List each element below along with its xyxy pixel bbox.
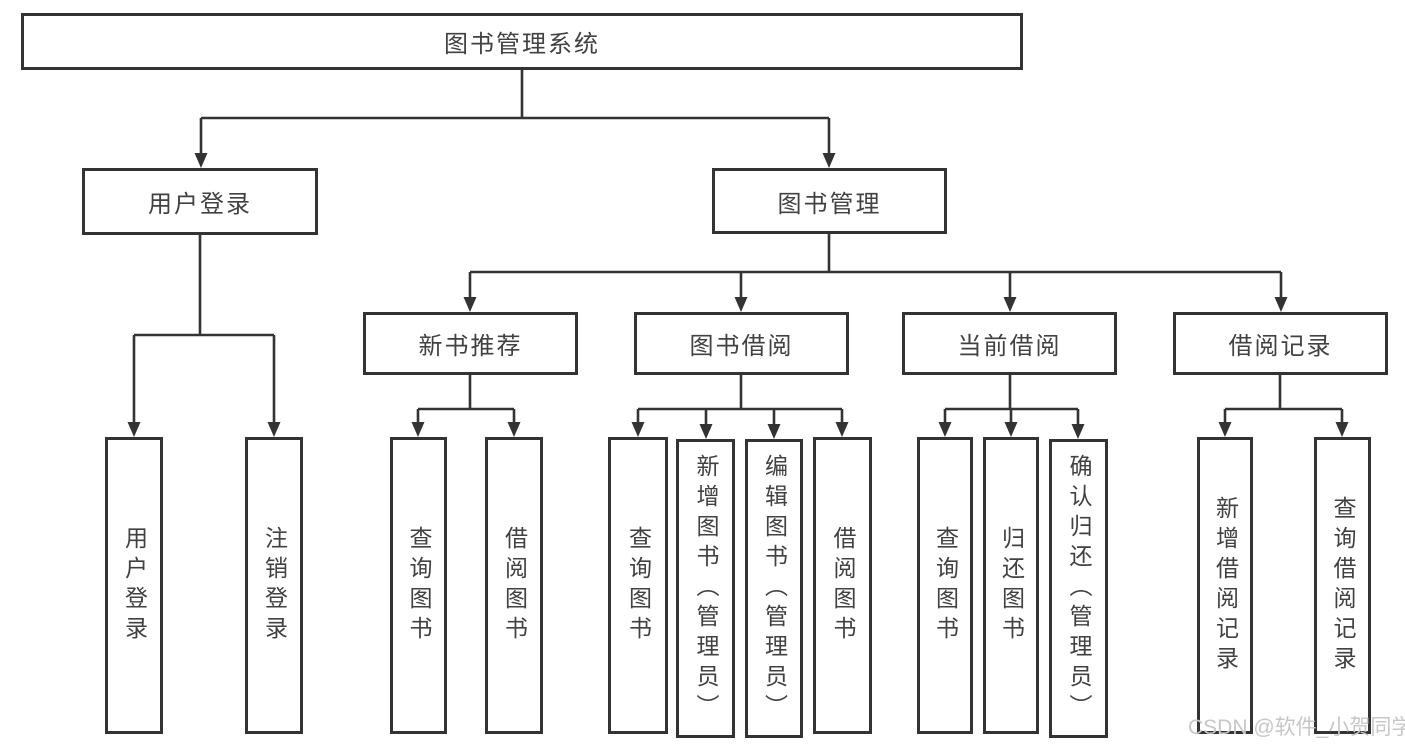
leaf-current-confirm-return-admin-label: 确认归还（管理员） (1066, 453, 1092, 724)
node-current-borrow-label: 当前借阅 (957, 333, 1062, 360)
node-new-book-recommend-label: 新书推荐 (418, 333, 523, 360)
arrowheads-mgmt-to-sections (463, 297, 1288, 312)
leaf-records-add-borrow-record: 新增借阅记录 (1197, 437, 1253, 734)
arrowheads-current-to-leaves (938, 422, 1085, 439)
arrowheads-login-to-leaves (127, 422, 281, 437)
connector-newbook-to-leaves (416, 375, 516, 424)
leaf-current-confirm-return-admin: 确认归还（管理员） (1049, 439, 1108, 738)
node-new-book-recommend: 新书推荐 (363, 312, 578, 375)
leaf-records-query-borrow-record: 查询借阅记录 (1314, 437, 1371, 734)
node-book-borrow: 图书借阅 (634, 312, 849, 375)
connector-current-to-leaves (943, 375, 1080, 424)
node-book-borrow-label: 图书借阅 (689, 333, 794, 360)
leaf-borrow-borrow-books: 借阅图书 (813, 437, 872, 734)
leaf-borrow-edit-books-admin-label: 编辑图书（管理员） (761, 453, 788, 724)
leaf-borrow-query-books-label: 查询图书 (625, 525, 652, 646)
leaf-current-return-books: 归还图书 (983, 437, 1039, 734)
leaf-newbook-borrow-books-label: 借阅图书 (501, 525, 528, 646)
node-user-login-branch: 用户登录 (82, 168, 318, 235)
leaf-newbook-borrow-books: 借阅图书 (485, 437, 543, 734)
node-borrow-records: 借阅记录 (1173, 312, 1388, 375)
leaf-current-query-books: 查询图书 (917, 437, 973, 734)
connector-borrow-to-leaves (636, 375, 844, 424)
leaf-records-add-borrow-record-label: 新增借阅记录 (1212, 495, 1239, 676)
node-borrow-records-label: 借阅记录 (1228, 333, 1333, 360)
connector-mgmt-to-sections (468, 234, 1283, 299)
node-book-management-branch-label: 图书管理 (777, 190, 882, 218)
leaf-borrow-borrow-books-label: 借阅图书 (830, 525, 856, 646)
leaf-borrow-query-books: 查询图书 (608, 437, 668, 734)
leaf-current-return-books-label: 归还图书 (998, 525, 1025, 646)
leaf-borrow-add-books-admin-label: 新增图书（管理员） (693, 453, 719, 724)
node-root-library-system: 图书管理系统 (21, 13, 1023, 70)
leaf-user-login: 用户登录 (105, 437, 163, 734)
connector-records-to-leaves (1223, 375, 1344, 424)
csdn-watermark: CSDN @软件_小贺同学 (1188, 716, 1405, 739)
node-book-management-branch: 图书管理 (712, 168, 947, 234)
leaf-user-login-label: 用户登录 (121, 525, 148, 646)
leaf-records-query-borrow-record-label: 查询借阅记录 (1330, 495, 1356, 676)
leaf-newbook-query-books: 查询图书 (390, 437, 447, 734)
leaf-borrow-add-books-admin: 新增图书（管理员） (676, 439, 735, 738)
leaf-logout-label: 注销登录 (261, 525, 288, 646)
leaf-logout: 注销登录 (245, 437, 303, 734)
leaf-current-query-books-label: 查询图书 (932, 525, 959, 646)
node-user-login-branch-label: 用户登录 (148, 191, 252, 218)
arrowheads-root-to-branches (194, 153, 836, 168)
arrowheads-newbook-to-leaves (411, 422, 521, 437)
connector-login-to-leaves (132, 235, 276, 424)
leaf-newbook-query-books-label: 查询图书 (406, 525, 432, 646)
connector-root-to-branches (199, 70, 831, 155)
leaf-borrow-edit-books-admin: 编辑图书（管理员） (745, 439, 803, 738)
arrowheads-records-to-leaves (1218, 422, 1349, 437)
node-root-label: 图书管理系统 (444, 31, 600, 58)
arrowheads-borrow-to-leaves (631, 422, 849, 439)
node-current-borrow: 当前借阅 (902, 312, 1117, 375)
